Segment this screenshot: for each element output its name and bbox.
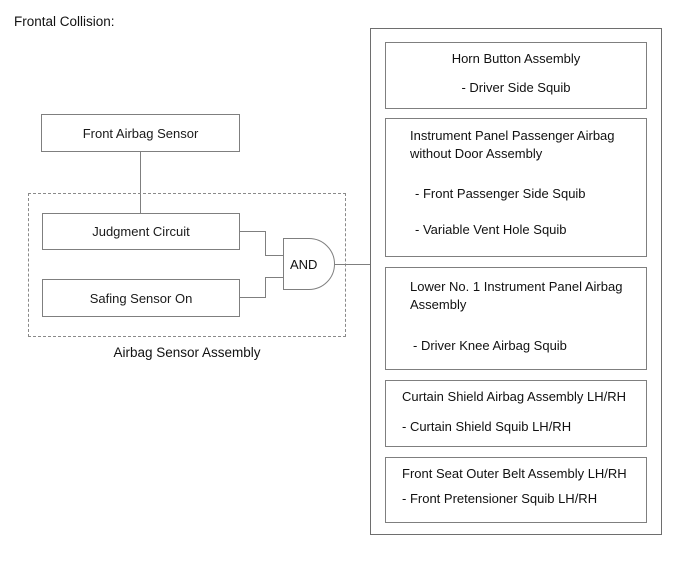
- curtain-shield-airbag-title: Curtain Shield Airbag Assembly LH/RH: [402, 389, 626, 404]
- instrument-panel-passenger-airbag-box: Instrument Panel Passenger Airbag withou…: [385, 118, 647, 257]
- airbag-sensor-assembly-boundary: [28, 193, 346, 337]
- connector-lower-riser: [265, 277, 266, 298]
- judgment-circuit-box: Judgment Circuit: [42, 213, 240, 250]
- and-gate-label: AND: [290, 256, 318, 272]
- horn-button-assembly-title: Horn Button Assembly: [451, 51, 581, 66]
- connector-upper-input: [265, 255, 284, 256]
- front-airbag-sensor-label: Front Airbag Sensor: [82, 125, 199, 141]
- lower-no1-instrument-panel-airbag-title: Lower No. 1 Instrument Panel Airbag Asse…: [410, 279, 623, 312]
- airbag-sensor-assembly-label: Airbag Sensor Assembly: [113, 345, 261, 360]
- and-gate: AND: [283, 238, 335, 290]
- connector-safing-out: [240, 297, 266, 298]
- front-seat-outer-belt-title: Front Seat Outer Belt Assembly LH/RH: [402, 466, 627, 481]
- front-seat-outer-belt-box: Front Seat Outer Belt Assembly LH/RH - F…: [385, 457, 647, 523]
- curtain-shield-squib-item: - Curtain Shield Squib LH/RH: [402, 419, 572, 434]
- horn-button-assembly-box: Horn Button Assembly - Driver Side Squib: [385, 42, 647, 109]
- connector-gate-output: [335, 264, 371, 265]
- lower-no1-instrument-panel-airbag-box: Lower No. 1 Instrument Panel Airbag Asse…: [385, 267, 647, 370]
- safing-sensor-label: Safing Sensor On: [89, 290, 193, 306]
- front-pretensioner-squib-item: - Front Pretensioner Squib LH/RH: [402, 491, 598, 506]
- front-passenger-side-squib-item: - Front Passenger Side Squib: [415, 186, 586, 201]
- diagram-title: Frontal Collision:: [14, 14, 115, 29]
- front-airbag-sensor-box: Front Airbag Sensor: [41, 114, 240, 152]
- variable-vent-hole-squib-item: - Variable Vent Hole Squib: [415, 222, 567, 237]
- connector-upper-riser: [265, 231, 266, 256]
- safing-sensor-box: Safing Sensor On: [42, 279, 240, 317]
- driver-knee-airbag-squib-item: - Driver Knee Airbag Squib: [413, 338, 567, 353]
- connector-sensor-to-judgment: [140, 152, 141, 213]
- judgment-circuit-label: Judgment Circuit: [92, 224, 190, 239]
- connector-judgment-out: [240, 231, 266, 232]
- driver-side-squib-item: - Driver Side Squib: [461, 80, 571, 95]
- connector-lower-input: [265, 277, 284, 278]
- instrument-panel-passenger-airbag-title: Instrument Panel Passenger Airbag withou…: [410, 128, 615, 161]
- curtain-shield-airbag-box: Curtain Shield Airbag Assembly LH/RH - C…: [385, 380, 647, 447]
